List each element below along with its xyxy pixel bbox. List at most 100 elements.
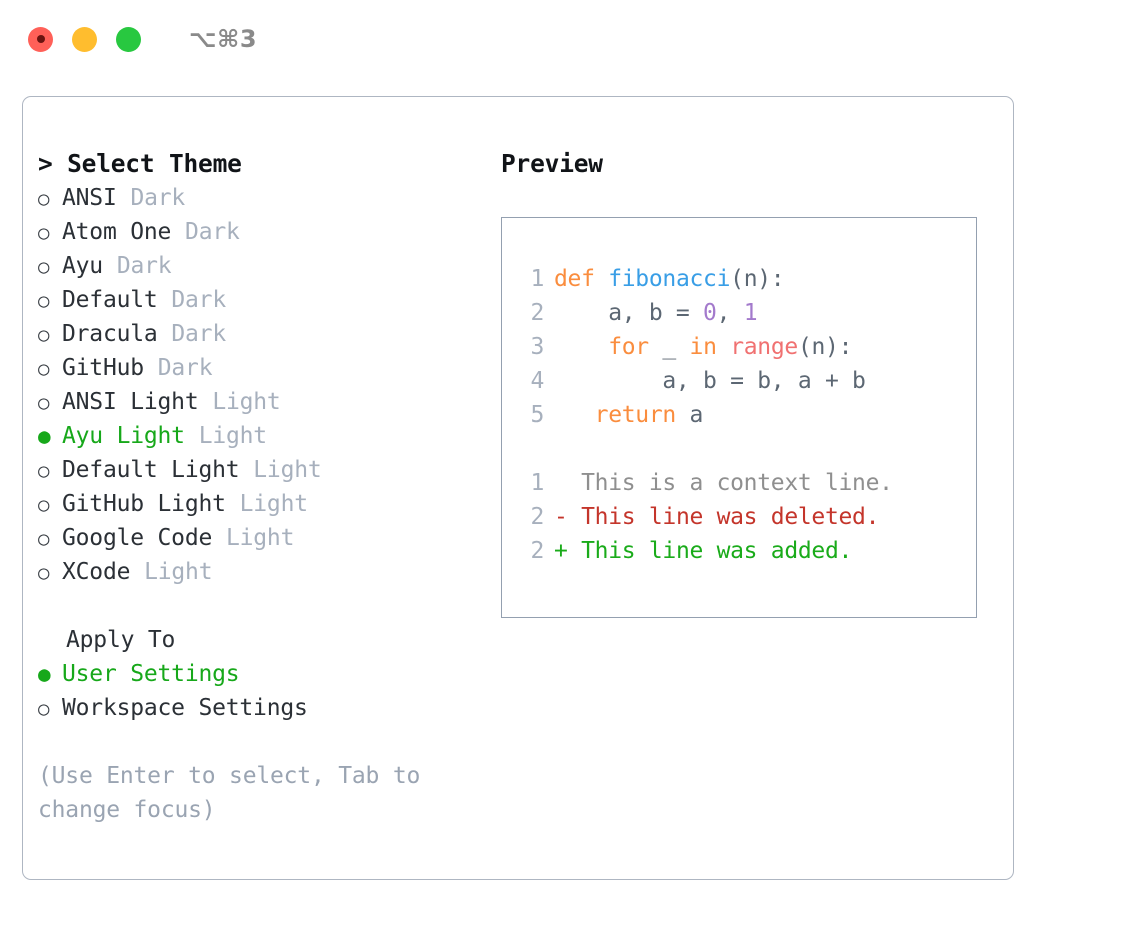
line-number: 2 bbox=[530, 300, 544, 326]
diff-marker: + bbox=[554, 538, 582, 564]
apply-to-option-user-settings[interactable]: ●User Settings bbox=[38, 657, 488, 691]
select-theme-header: > Select Theme bbox=[38, 149, 242, 178]
theme-option-label: Google Code bbox=[62, 525, 213, 551]
theme-option-google-code[interactable]: ○ Google Code Light bbox=[38, 521, 488, 555]
theme-option-ayu-light[interactable]: ● Ayu Light Light bbox=[38, 419, 488, 453]
keyboard-shortcut-label: ⌥⌘3 bbox=[189, 25, 258, 53]
apply-to-option-label: Workspace Settings bbox=[62, 695, 308, 721]
theme-option-ayu[interactable]: ○Ayu Dark bbox=[38, 249, 488, 283]
label-gap bbox=[158, 283, 172, 317]
radio-unselected-icon: ○ bbox=[38, 562, 50, 584]
theme-option-category: Dark bbox=[130, 185, 186, 211]
maximize-button[interactable] bbox=[116, 26, 141, 52]
radio-unselected-icon: ○ bbox=[38, 290, 50, 312]
apply-to-title: Apply To bbox=[66, 627, 176, 653]
code-diff-separator bbox=[502, 432, 976, 466]
theme-option-category: Light bbox=[198, 423, 267, 449]
radio-unselected-icon: ○ bbox=[38, 222, 50, 244]
code-token: a bbox=[675, 402, 704, 428]
theme-option-ansi[interactable]: ○ANSI Dark bbox=[38, 181, 488, 215]
traffic-lights bbox=[28, 26, 141, 52]
theme-option-github[interactable]: ○GitHub Dark bbox=[38, 351, 488, 385]
code-line-content: a, b = b, a + b bbox=[554, 364, 866, 398]
theme-picker-column: > Select Theme ○ANSI Dark○Atom One Dark○… bbox=[38, 147, 488, 827]
label-gap bbox=[144, 351, 158, 385]
diff-marker bbox=[554, 466, 581, 500]
theme-option-default-light[interactable]: ○Default Light Light bbox=[38, 453, 488, 487]
theme-option-category: Light bbox=[225, 525, 295, 551]
theme-option-category: Dark bbox=[185, 219, 240, 245]
theme-option-category: Dark bbox=[171, 287, 226, 313]
theme-option-label: Default bbox=[62, 287, 158, 313]
code-token: , bbox=[716, 300, 744, 326]
keyboard-hint-text: (Use Enter to select, Tab to change focu… bbox=[38, 763, 421, 823]
theme-option-dracula[interactable]: ○Dracula Dark bbox=[38, 317, 488, 351]
theme-option-label: ANSI Light bbox=[62, 389, 199, 415]
minimize-button[interactable] bbox=[72, 26, 97, 52]
code-token: in bbox=[689, 334, 717, 360]
close-button[interactable] bbox=[28, 26, 53, 52]
radio-unselected-icon: ○ bbox=[38, 494, 50, 516]
label-gap bbox=[212, 521, 226, 555]
diff-line-text: This line was added. bbox=[581, 538, 853, 564]
apply-to-option-label: User Settings bbox=[62, 661, 240, 687]
diff-line-text: This line was deleted. bbox=[581, 504, 880, 530]
line-number: 1 bbox=[530, 470, 544, 496]
theme-option-label: Atom One bbox=[62, 219, 172, 245]
line-number: 5 bbox=[530, 402, 544, 428]
theme-option-label: Dracula bbox=[62, 321, 158, 347]
theme-option-category: Light bbox=[253, 457, 322, 483]
diff-line: 2- This line was deleted. bbox=[502, 500, 976, 534]
theme-option-category: Dark bbox=[116, 253, 172, 279]
radio-selected-icon: ● bbox=[38, 424, 51, 448]
code-token: (n): bbox=[730, 266, 785, 292]
hint-spacer bbox=[38, 725, 488, 759]
line-number: 3 bbox=[530, 334, 544, 360]
line-number: 1 bbox=[530, 266, 544, 292]
theme-option-label: Ayu Light bbox=[62, 423, 185, 449]
label-gap bbox=[171, 215, 185, 249]
code-token: return bbox=[594, 402, 677, 428]
code-token: _ bbox=[648, 334, 690, 360]
code-line-content: return a bbox=[554, 398, 704, 432]
theme-option-category: Dark bbox=[157, 355, 213, 381]
code-token: for bbox=[608, 334, 649, 360]
label-gap bbox=[185, 419, 199, 453]
theme-option-category: Dark bbox=[171, 321, 226, 347]
radio-unselected-icon: ○ bbox=[38, 392, 50, 414]
theme-option-xcode[interactable]: ○XCode Light bbox=[38, 555, 488, 589]
content-panel: > Select Theme ○ANSI Dark○Atom One Dark○… bbox=[22, 96, 1014, 880]
radio-unselected-icon: ○ bbox=[38, 358, 50, 380]
code-token bbox=[554, 334, 608, 360]
code-token: (n): bbox=[797, 334, 853, 360]
theme-option-atom-one[interactable]: ○ Atom One Dark bbox=[38, 215, 488, 249]
theme-option-category: Light bbox=[212, 389, 281, 415]
label-gap bbox=[226, 487, 240, 521]
theme-option-github-light[interactable]: ○GitHub Light Light bbox=[38, 487, 488, 521]
code-token: fibonacci bbox=[608, 266, 731, 292]
theme-option-label: Default Light bbox=[62, 457, 240, 483]
title-bar: ⌥⌘3 bbox=[0, 0, 1140, 78]
code-token: 1 bbox=[743, 300, 758, 326]
code-token: a, b = b, a + b bbox=[554, 368, 866, 394]
apply-to-option-workspace-settings[interactable]: ○ Workspace Settings bbox=[38, 691, 488, 725]
radio-unselected-icon: ○ bbox=[38, 528, 50, 550]
code-token bbox=[554, 402, 595, 428]
code-line: 2 a, b = 0, 1 bbox=[502, 296, 976, 330]
theme-option-label: GitHub Light bbox=[62, 491, 226, 517]
theme-option-default[interactable]: ○ Default Dark bbox=[38, 283, 488, 317]
theme-option-ansi-light[interactable]: ○ ANSI Light Light bbox=[38, 385, 488, 419]
theme-option-label: ANSI bbox=[62, 185, 117, 211]
code-line: 5 return a bbox=[502, 398, 976, 432]
code-token: def bbox=[554, 266, 609, 292]
code-line: 4 a, b = b, a + b bbox=[502, 364, 976, 398]
theme-option-label: Ayu bbox=[62, 253, 103, 279]
radio-unselected-icon: ○ bbox=[38, 698, 50, 720]
apply-to-option-list: ●User Settings ○ Workspace Settings bbox=[38, 657, 488, 725]
diff-line: 1 This is a context line. bbox=[502, 466, 976, 500]
theme-option-list: ○ANSI Dark○Atom One Dark○Ayu Dark○Defaul… bbox=[38, 181, 488, 589]
code-line-content: a, b = 0, 1 bbox=[554, 296, 757, 330]
